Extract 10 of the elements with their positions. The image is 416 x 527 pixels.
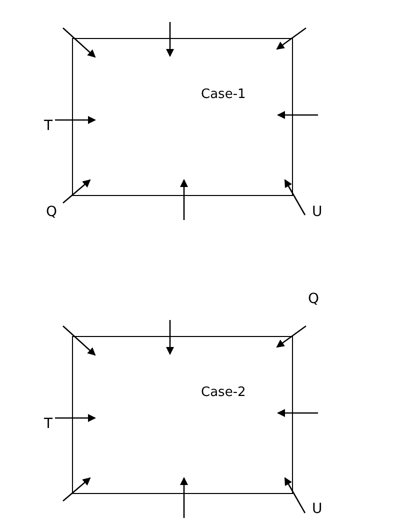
point-label: U: [312, 204, 322, 220]
point-label: Q: [308, 291, 320, 307]
point-label: T: [44, 118, 53, 134]
point-label: Q: [46, 204, 58, 220]
plate-outline: [72, 336, 293, 494]
case-label: Case-2: [201, 385, 246, 400]
point-label: U: [312, 501, 322, 517]
case-label: Case-1: [201, 87, 246, 102]
plate-outline: [72, 38, 293, 196]
point-label: T: [44, 416, 53, 432]
